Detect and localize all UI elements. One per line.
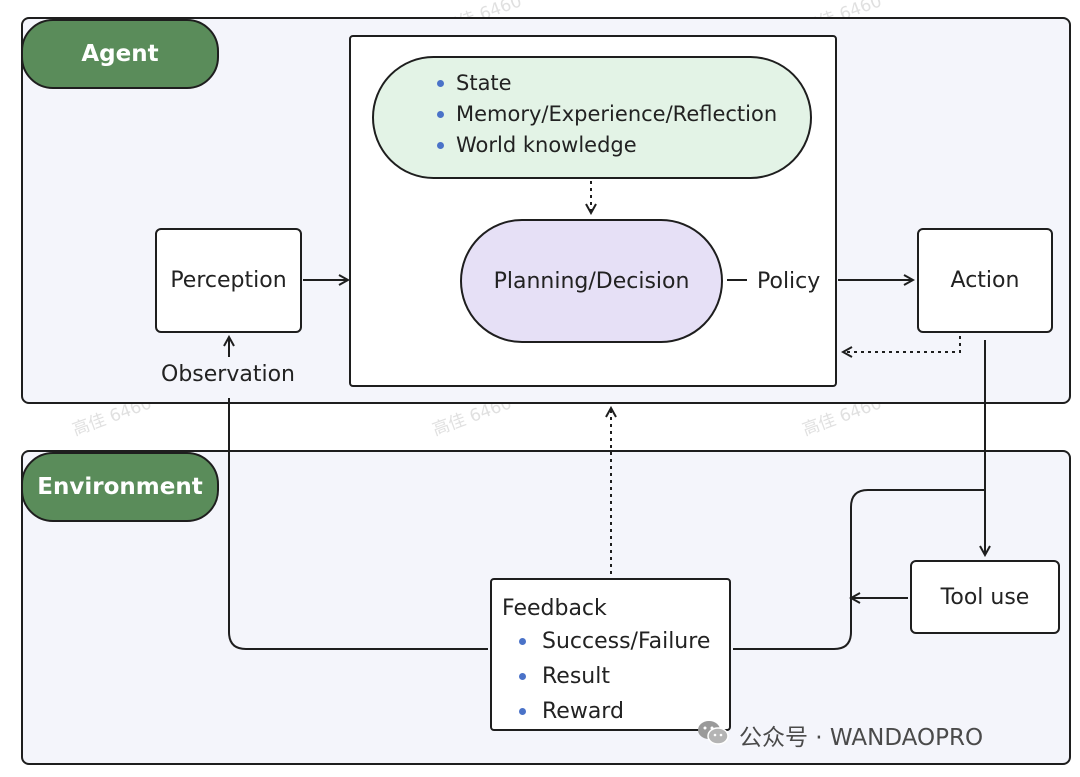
arrow-action-to-core (843, 336, 961, 352)
feedback-title: Feedback (502, 596, 607, 621)
tool-use-node: Tool use (910, 560, 1060, 634)
feedback-list: Success/Failure Result Reward (516, 624, 729, 729)
feedback-item-result: Result (516, 659, 729, 694)
feedback-item-success-failure: Success/Failure (516, 624, 729, 659)
context-item-state: State (434, 68, 810, 99)
agent-tag: Agent (21, 19, 219, 89)
feedback-node: Feedback Success/Failure Result Reward (490, 578, 731, 731)
line-feedback-to-observation (228, 398, 488, 650)
perception-node: Perception (155, 228, 302, 333)
action-node: Action (917, 228, 1053, 333)
line-loop-to-feedback (733, 489, 985, 650)
footer-text: 公众号 · WANDAOPRO (739, 725, 984, 751)
planning-decision-node: Planning/Decision (460, 219, 723, 343)
footer: 公众号 · WANDAOPRO (697, 718, 983, 752)
observation-label: Observation (161, 362, 295, 387)
environment-tag: Environment (21, 452, 219, 522)
wechat-icon (697, 719, 729, 751)
context-item-world-knowledge: World knowledge (434, 130, 810, 161)
context-list: State Memory/Experience/Reflection World… (434, 68, 810, 161)
feedback-item-reward: Reward (516, 694, 729, 729)
context-item-memory: Memory/Experience/Reflection (434, 99, 810, 130)
context-pill: State Memory/Experience/Reflection World… (372, 56, 812, 179)
policy-label: Policy (757, 269, 821, 294)
